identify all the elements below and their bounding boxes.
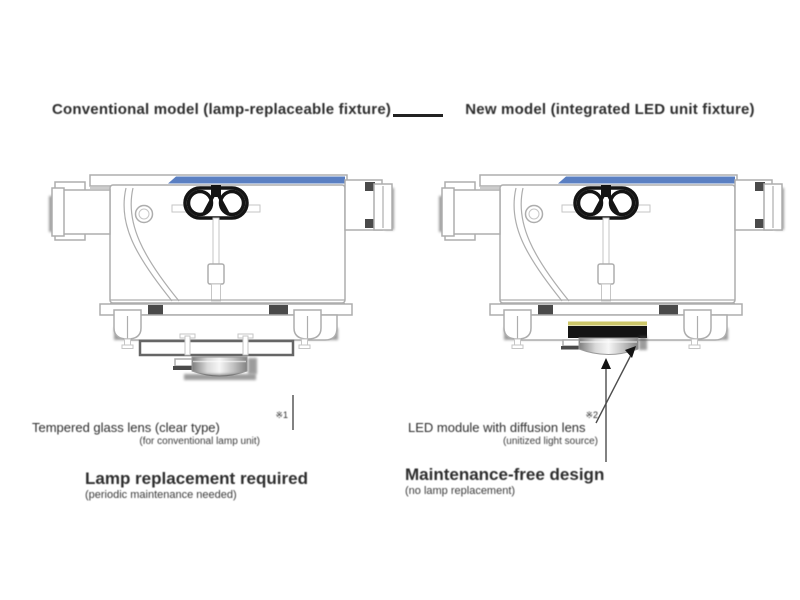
callout-text: Lamp replacement required [85,469,308,488]
callout-lamp-replacement: Lamp replacement required (periodic main… [85,469,315,501]
callout-note: ※1 [275,410,288,420]
fixture-cross-section-right [442,168,782,355]
right-diagram-title: New model (integrated LED unit fixture) [465,101,755,118]
title-divider-line [393,114,443,117]
fixture-base-left [49,175,394,349]
callout-led-module: ※2 LED module with diffusion lens (uniti… [408,410,598,448]
lens-dome [578,337,639,355]
fixture-cross-section-left [49,168,394,380]
lens-mount-plate [138,339,295,357]
callout-text: Maintenance-free design [405,465,605,484]
lens-dome [191,356,248,377]
callout-maintenance-free: Maintenance-free design (no lamp replace… [405,465,610,497]
lamp-type-bottom-assembly [138,333,295,380]
left-diagram-title: Conventional model (lamp-replaceable fix… [52,101,392,118]
led-type-bottom-assembly [561,321,647,355]
phosphor-strip [568,321,647,326]
callout-glass-lens: ※1 Tempered glass lens (clear type) (for… [32,410,288,448]
led-module-block [568,326,647,338]
callout-text: Tempered glass lens (clear type) [32,420,220,435]
callout-note: ※2 [585,410,598,420]
callout-subtext: (unitized light source) [502,436,598,447]
callout-subtext: (periodic maintenance needed) [85,489,237,501]
mount-pin-left [184,335,191,356]
callout-subtext: (no lamp replacement) [405,485,516,497]
callout-subtext: (for conventional lamp unit) [139,436,260,447]
lens-side-tab [174,358,194,367]
mount-pin-right [242,335,249,356]
callout-text: LED module with diffusion lens [408,420,586,435]
